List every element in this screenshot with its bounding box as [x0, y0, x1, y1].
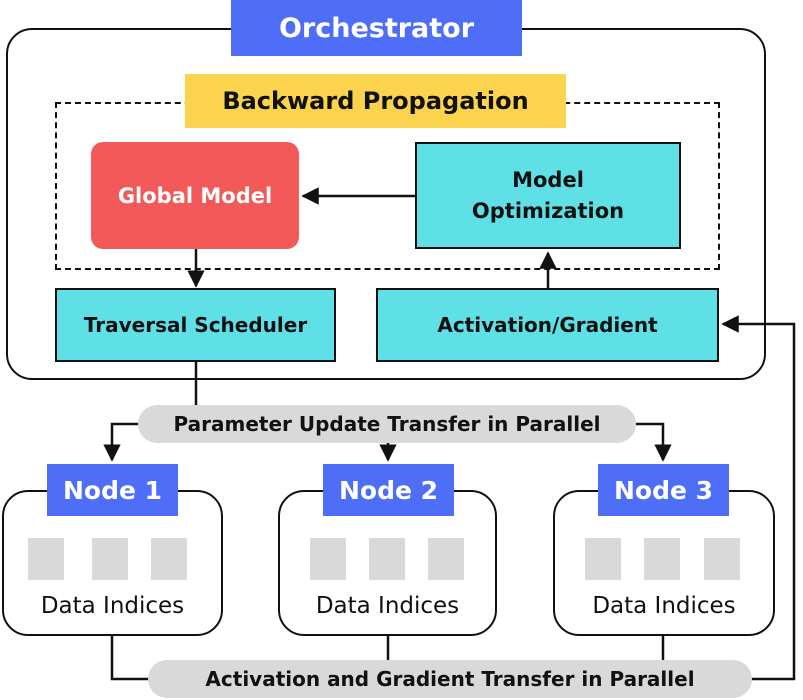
activation-transfer-pill: Activation and Gradient Transfer in Para… [148, 660, 752, 698]
arrow-parameter-transfer-to-node-1 [103, 422, 140, 462]
data-block [28, 538, 64, 580]
node-1-data-indices: Data Indices [40, 593, 185, 619]
backward-propagation-label: Backward Propagation [185, 74, 566, 128]
model-optimization-box: Model Optimization [415, 142, 681, 249]
global-model-box: Global Model [91, 142, 299, 249]
traversal-scheduler-box: Traversal Scheduler [55, 288, 336, 362]
data-block [151, 538, 187, 580]
model-optimization-line-1: Model [512, 168, 584, 193]
orchestrator-label: Orchestrator [231, 0, 522, 56]
connector-node-1-to-activation-transfer [110, 636, 150, 681]
arrow-parameter-transfer-to-node-3 [634, 422, 672, 462]
data-block [644, 538, 680, 580]
node-3-label: Node 3 [598, 464, 729, 516]
model-optimization-line-2: Optimization [471, 198, 625, 223]
node-3-data-indices: Data Indices [592, 593, 736, 619]
arrow-activation-transfer-to-gradient [721, 315, 796, 681]
data-block [92, 538, 128, 580]
node-2-label: Node 2 [323, 464, 454, 516]
node-1-label: Node 1 [47, 464, 178, 516]
data-block [369, 538, 405, 580]
data-block [310, 538, 346, 580]
data-block [428, 538, 464, 580]
node-2-data-indices: Data Indices [315, 593, 460, 619]
parameter-transfer-pill: Parameter Update Transfer in Parallel [138, 405, 636, 443]
data-block [585, 538, 621, 580]
data-block [704, 538, 740, 580]
activation-gradient-box: Activation/Gradient [376, 288, 719, 362]
